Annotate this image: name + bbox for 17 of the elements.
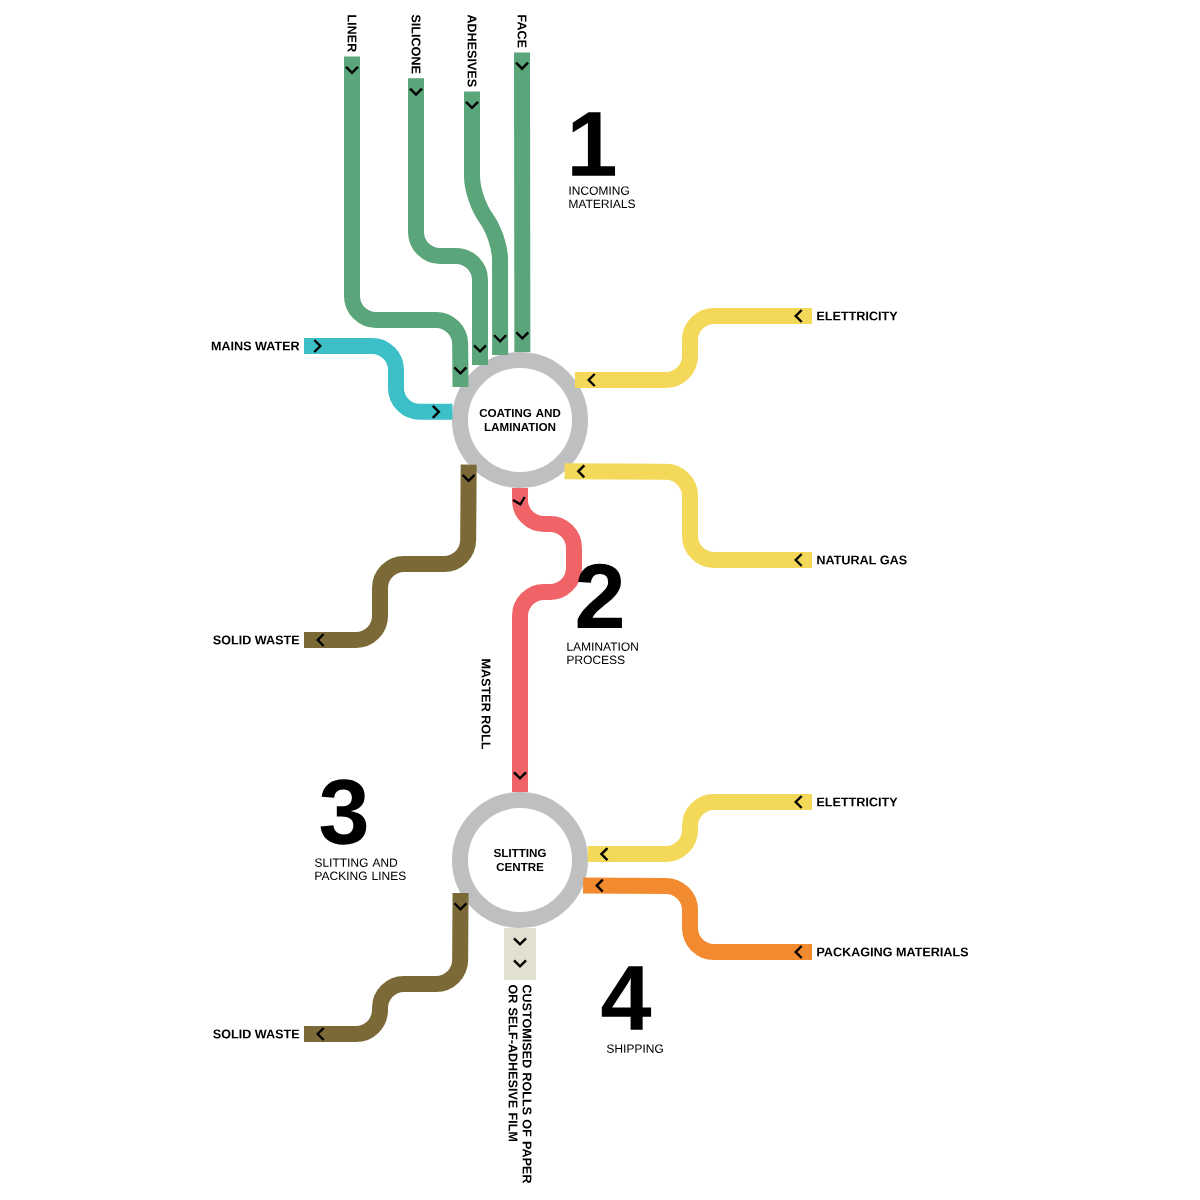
- flow-line: [512, 488, 582, 792]
- flow-line: [575, 308, 812, 388]
- flow-line: [583, 877, 812, 960]
- flow-line: [464, 91, 509, 355]
- step-number: 1: [572, 112, 616, 176]
- flow-line: [304, 338, 453, 420]
- flow-line: [564, 463, 812, 568]
- step-number: 2: [577, 563, 622, 629]
- flow-line: [304, 464, 477, 648]
- flow-line: [408, 78, 489, 365]
- flow-line: [304, 892, 469, 1042]
- step-number: 3: [320, 779, 367, 845]
- flow-line: [587, 794, 812, 863]
- flow-line: [504, 928, 536, 980]
- step-number: 4: [601, 966, 652, 1030]
- flow-line: [344, 56, 469, 388]
- flow-line: [514, 52, 531, 353]
